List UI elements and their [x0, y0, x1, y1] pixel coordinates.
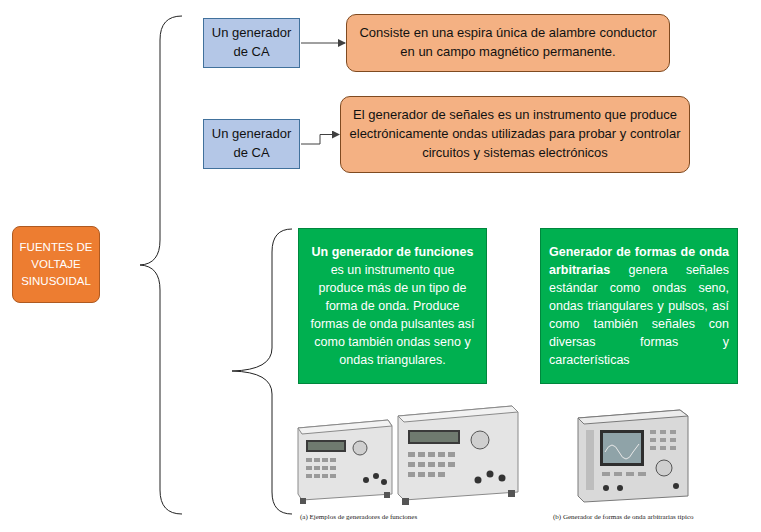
text-block: El generador de señales es un instrument… [349, 106, 681, 163]
figure-caption: (a) Ejemplos de generadores de funciones [300, 513, 417, 521]
body-text: es un instrumento que produce más de un … [311, 263, 475, 368]
text-block: FUENTES DE VOLTAJE SINUSOIDAL [17, 239, 95, 289]
text-block: Un generador de CA [208, 24, 295, 62]
text-block: Consiste en una espira única de alambre … [355, 24, 661, 62]
arrow-connector [301, 135, 339, 145]
body-text: Un generador de CA [212, 25, 292, 59]
body-text: FUENTES DE VOLTAJE SINUSOIDAL [20, 241, 93, 286]
description-box: El generador de señales es un instrument… [340, 96, 690, 173]
body-text: genera señales estándar como ondas seno,… [549, 263, 729, 368]
curly-brace [140, 16, 182, 514]
text-block: Generador de formas de onda arbitrarias … [549, 243, 729, 370]
definition-box: Un generador de funciones es un instrume… [298, 228, 487, 384]
description-box: Consiste en una espira única de alambre … [346, 14, 670, 72]
body-text: Consiste en una espira única de alambre … [359, 25, 656, 59]
function-generator-photo [298, 406, 518, 505]
text-block: Un generador de funciones es un instrume… [307, 243, 478, 370]
body-text: El generador de señales es un instrument… [350, 107, 681, 160]
arbitrary-generator-photo [578, 410, 688, 502]
heading-text: Un generador de funciones [312, 245, 474, 259]
body-text: Un generador de CA [212, 126, 292, 160]
source-box: FUENTES DE VOLTAJE SINUSOIDAL [12, 226, 100, 303]
category-box: Un generador de CA [203, 119, 300, 169]
definition-box: Generador de formas de onda arbitrarias … [540, 228, 738, 384]
category-box: Un generador de CA [203, 18, 300, 68]
text-block: Un generador de CA [208, 125, 295, 163]
arrow-connector [301, 43, 345, 44]
figure-caption: (b) Generador de formas de onda arbitrar… [553, 513, 694, 521]
curly-brace [232, 229, 292, 514]
